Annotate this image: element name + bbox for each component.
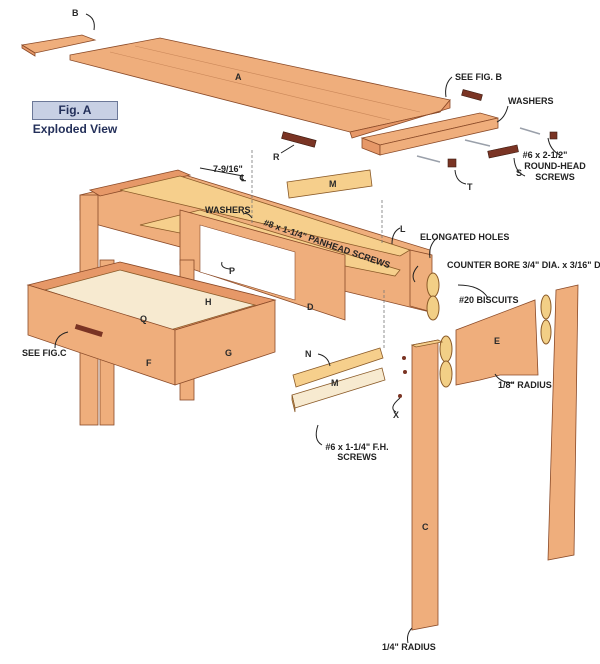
centerline-symbol: ℄: [239, 173, 246, 183]
part-label-e: E: [494, 336, 500, 346]
counter-bore-callout: COUNTER BORE 3/4" DIA. x 3/16" D.: [447, 260, 600, 270]
biscuits: [426, 272, 552, 388]
part-label-l: L: [400, 224, 406, 234]
cleat-m-top: [286, 169, 373, 199]
edging-b: [20, 34, 97, 54]
part-label-d: D: [307, 302, 314, 312]
base-frame: [79, 150, 433, 426]
part-label-m-top: M: [329, 179, 337, 189]
leg-c: [410, 339, 444, 631]
see-fig-c-callout: SEE FIG.C: [22, 348, 67, 358]
round-head-screws-line3: SCREWS: [535, 172, 575, 182]
leg-rear: [547, 284, 579, 561]
see-fig-b-callout: SEE FIG. B: [455, 72, 503, 82]
elongated-holes-callout: ELONGATED HOLES: [420, 232, 509, 242]
part-label-x: X: [393, 410, 399, 420]
washers-mid-callout: WASHERS: [205, 205, 251, 215]
round-head-screws-line2: ROUND-HEAD: [524, 161, 586, 171]
block-r: [281, 131, 317, 148]
drawer: [26, 261, 277, 386]
breadboard-end: [360, 112, 499, 156]
fh-screws-line1: #6 x 1-1/4" F.H.: [325, 442, 388, 452]
part-label-r: R: [273, 152, 280, 162]
part-label-f: F: [146, 358, 152, 368]
figure-subtitle: Exploded View: [32, 122, 118, 136]
part-label-s: S: [516, 168, 522, 178]
biscuits-callout: #20 BISCUITS: [459, 295, 519, 305]
round-head-screws-line1: #6 x 2-1/2": [523, 150, 568, 160]
part-label-a: A: [235, 72, 242, 82]
part-label-c: C: [422, 522, 429, 532]
part-label-p: P: [229, 266, 235, 276]
tabletop-a: [69, 37, 451, 139]
part-label-q: Q: [140, 314, 147, 324]
figure-title: Fig. A: [32, 101, 118, 120]
dimension-callout: 7-9/16": [213, 164, 243, 174]
part-label-n: N: [305, 349, 312, 359]
radius-eighth-callout: 1/8" RADIUS: [498, 380, 552, 390]
part-label-b: B: [72, 8, 79, 18]
part-label-h: H: [205, 297, 212, 307]
end-panel-e: [455, 299, 539, 386]
block-s: [487, 144, 519, 159]
washers-top-callout: WASHERS: [508, 96, 554, 106]
block-t: [447, 158, 457, 168]
radius-quarter-callout: 1/4" RADIUS: [382, 642, 436, 652]
cleat-n: [292, 347, 384, 388]
part-label-t: T: [467, 182, 473, 192]
part-label-g: G: [225, 348, 232, 358]
block-see-fig-b: [461, 89, 483, 101]
fh-screws-line2: SCREWS: [337, 452, 377, 462]
part-label-m-bottom: M: [331, 378, 339, 388]
